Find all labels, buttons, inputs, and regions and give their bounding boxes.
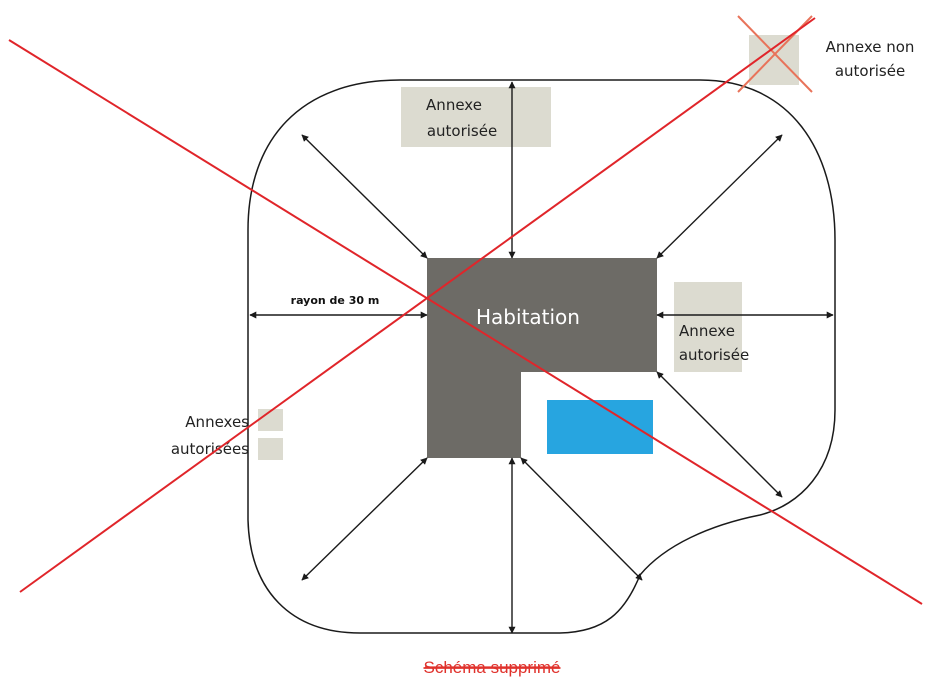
arrow-top-right (656, 134, 783, 259)
radius-label: rayon de 30 m (291, 294, 380, 307)
legend-label-line2: autorisée (835, 62, 905, 80)
annexes-left-label-line2: autorisées (171, 440, 249, 458)
legend-label-line1: Annexe non (826, 38, 915, 56)
arrow-bottom-inner (520, 457, 643, 581)
habitation-label: Habitation (476, 305, 580, 329)
annex-right-box (674, 282, 742, 372)
radius-arrows (249, 81, 834, 634)
arrow-top-left (301, 134, 428, 259)
annex-right-label-line2: autorisée (679, 346, 749, 364)
annex-top-label-line1: Annexe (426, 96, 482, 114)
annex-left-box-2 (258, 438, 283, 460)
annex-right-label-line1: Annexe (679, 322, 735, 340)
strike-line-1 (8, 39, 923, 605)
arrow-bottom-left (301, 457, 428, 581)
habitation-building (427, 258, 657, 458)
arrow-bottom-right (656, 371, 783, 498)
annex-top-label-line2: autorisée (427, 122, 497, 140)
annexes-left-label-line1: Annexes (185, 413, 249, 431)
strike-line-2 (19, 17, 816, 593)
